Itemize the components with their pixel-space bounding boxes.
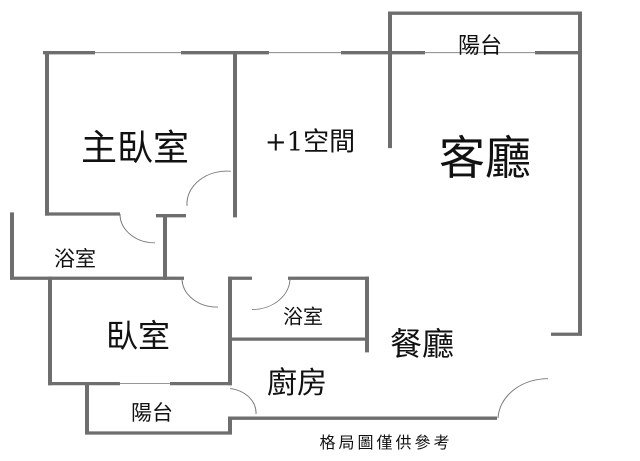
door-balcony[interactable] [229, 388, 257, 415]
room-label-living-room: 客廳 [439, 131, 531, 185]
door-entrance[interactable] [497, 378, 549, 419]
room-label-kitchen: 廚房 [267, 366, 327, 401]
room-label-bathroom-1: 浴室 [54, 247, 96, 271]
door-bathroom-2[interactable] [251, 278, 291, 310]
room-label-dining-room: 餐廳 [389, 325, 455, 363]
door-master-bedroom[interactable] [186, 170, 232, 206]
room-label-bedroom: 臥室 [105, 317, 171, 355]
door-bathroom-1[interactable] [119, 214, 156, 244]
door-bedroom[interactable] [181, 278, 219, 308]
room-label-balcony-bottom: 陽台 [131, 401, 173, 425]
room-label-bathroom-2: 浴室 [283, 304, 323, 329]
disclaimer-note: 格局圖僅供參考 [319, 433, 453, 452]
room-label-master-bedroom: 主臥室 [80, 128, 190, 169]
room-label-balcony-top: 陽台 [457, 34, 503, 59]
room-label-extra-space: +1空間 [264, 127, 356, 158]
wall-balcony-top [388, 11, 582, 336]
